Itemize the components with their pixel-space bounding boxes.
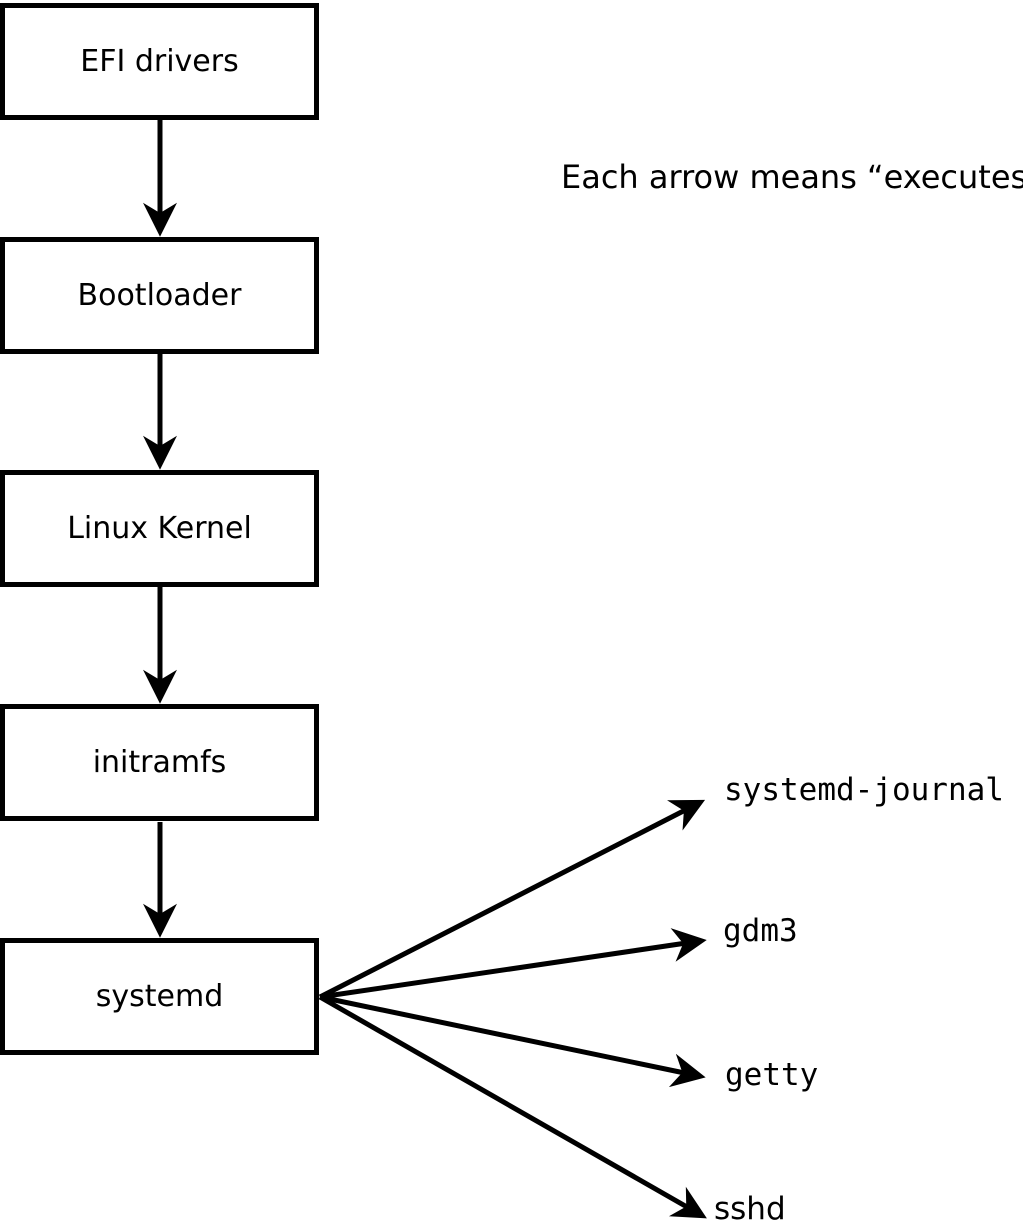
arrow-systemd-to-sshd <box>318 994 707 1219</box>
flow-box-initramfs: initramfs <box>0 704 319 821</box>
flow-box-label-bootloader: Bootloader <box>77 277 242 313</box>
flow-box-label-initramfs: initramfs <box>92 744 227 780</box>
arrow-systemd-to-systemd-journal <box>318 799 706 1000</box>
flow-box-label-efi-drivers: EFI drivers <box>80 43 239 79</box>
process-label-getty: getty <box>725 1057 819 1093</box>
flow-box-linux-kernel: Linux Kernel <box>0 470 319 587</box>
arrow-systemd-to-gdm3 <box>319 928 707 1000</box>
flow-box-label-linux-kernel: Linux Kernel <box>67 510 252 546</box>
process-label-systemd-journal: systemd-journal <box>724 772 1004 808</box>
process-label-sshd: sshd <box>714 1191 786 1227</box>
process-label-gdm3: gdm3 <box>723 913 798 949</box>
arrow-systemd-to-getty <box>319 994 706 1088</box>
arrow-legend-note: Each arrow means “executes”. <box>561 158 1023 196</box>
flow-box-efi-drivers: EFI drivers <box>0 3 319 120</box>
flow-box-bootloader: Bootloader <box>0 237 319 354</box>
flow-box-systemd: systemd <box>0 938 319 1055</box>
flow-box-label-systemd: systemd <box>95 978 224 1014</box>
